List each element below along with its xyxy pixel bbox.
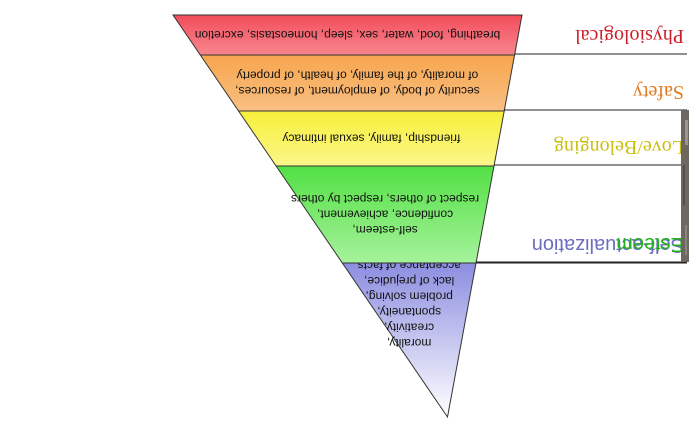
level-label: Safety [633, 81, 684, 103]
band-text-line: confidence, achievement, [317, 208, 453, 222]
band-text-line: problem solving, [366, 289, 453, 303]
photo-fragment [681, 110, 689, 262]
band-text-line: breathing, food, water, sex, sleep, home… [195, 28, 501, 42]
band-text: breathing, food, water, sex, sleep, home… [195, 28, 501, 42]
band-text-line: respect of others, respect by others [291, 192, 479, 206]
band-text-line: self-esteem, [352, 223, 417, 237]
band-text-line: friendship, family, sexual intimacy [282, 132, 460, 146]
band-text: security of body, of employment, of reso… [235, 68, 480, 98]
band-text-line: of morality, of the family, of health, o… [237, 68, 479, 82]
band-physiological [172, 14, 523, 56]
band-text-line: morality, [387, 336, 431, 350]
band-text-line: lack of prejudice, [364, 274, 454, 288]
level-label: Physiological [575, 25, 684, 47]
band-text: self-esteem,confidence, achievement, resp… [291, 192, 479, 237]
leader-lines [476, 53, 687, 264]
band-text-line: creativity, [384, 320, 434, 334]
pyramid-bands: morality, creativity,spontaneity, problem … [172, 14, 523, 419]
level-label: Love/Belonging [554, 136, 684, 158]
band-text: friendship, family, sexual intimacy [282, 132, 460, 146]
level-label: Esteem [616, 233, 684, 255]
band-text-line: spontaneity, [377, 305, 441, 319]
band-text-line: security of body, of employment, of reso… [235, 84, 480, 98]
level-label: Self-actualization [532, 234, 684, 256]
